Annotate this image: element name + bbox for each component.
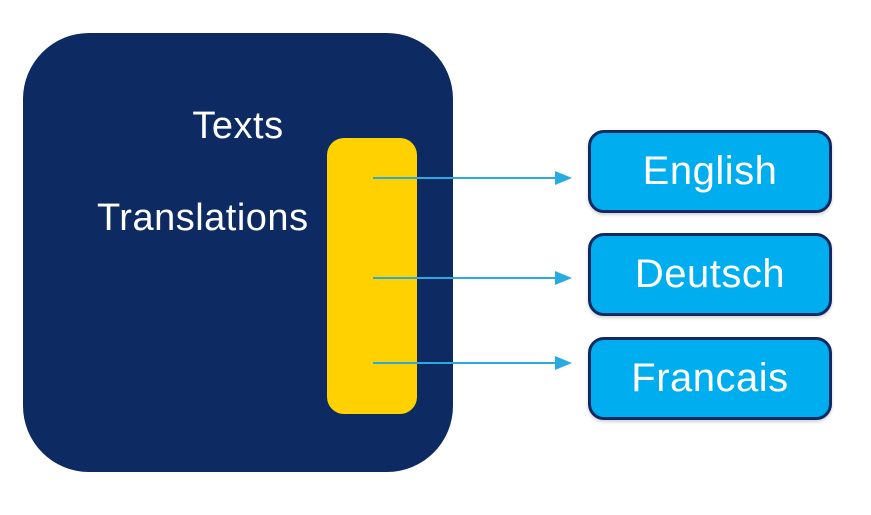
language-label-francais: Francais	[631, 356, 789, 400]
language-label-english: English	[642, 149, 778, 193]
texts-title: Texts	[192, 105, 284, 147]
language-box-english: English	[588, 130, 832, 213]
language-box-deutsch: Deutsch	[588, 233, 832, 316]
translations-label: Translations	[97, 197, 309, 239]
translations-highlight-bar	[327, 138, 417, 414]
language-box-francais: Francais	[588, 337, 832, 420]
language-label-deutsch: Deutsch	[634, 252, 786, 296]
